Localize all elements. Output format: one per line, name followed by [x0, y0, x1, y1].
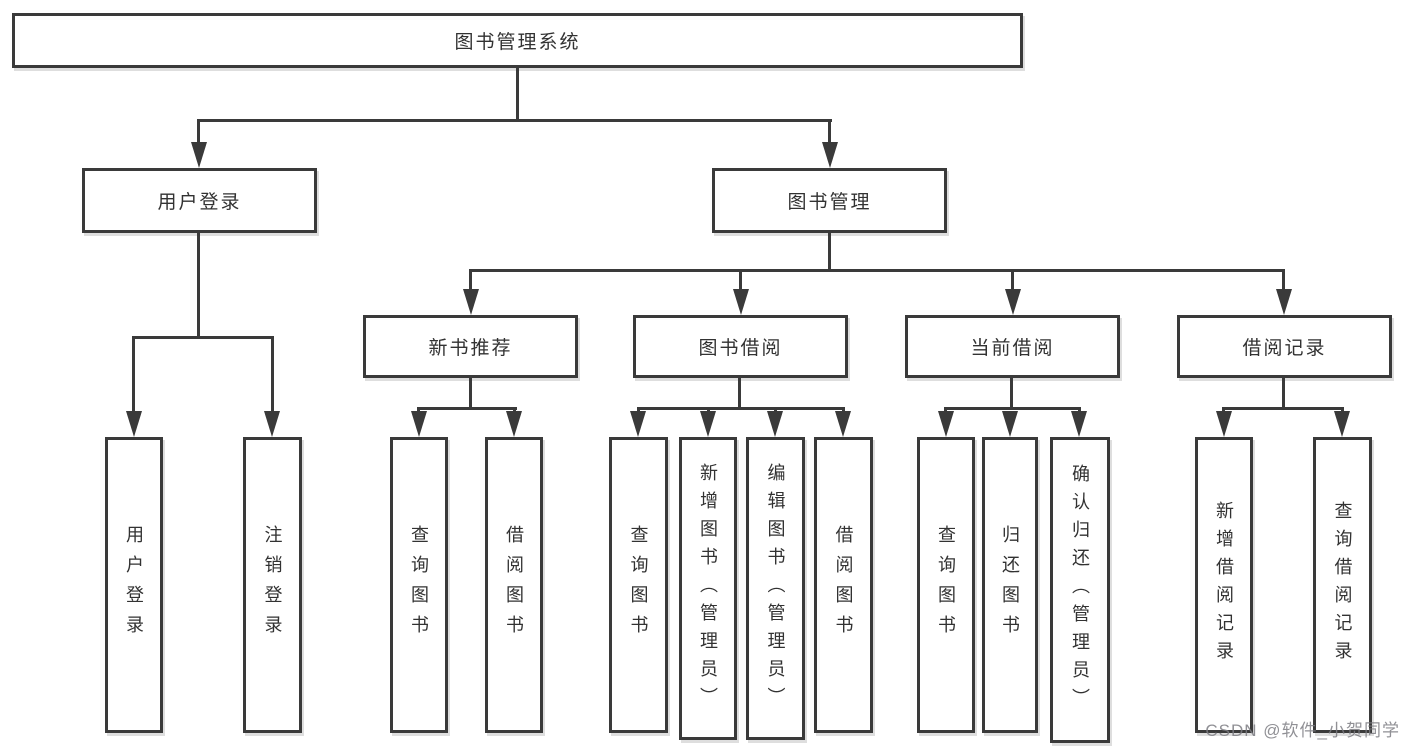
leaf-query-borrow-record: 查询借阅记录 [1313, 437, 1372, 733]
arrow-down-icon [630, 411, 646, 437]
arrow-down-icon [733, 289, 749, 315]
leaf-query-books-borrow: 查询图书 [609, 437, 668, 733]
node-book-borrow: 图书借阅 [633, 315, 848, 378]
leaf-borrow-books-borrow: 借阅图书 [814, 437, 873, 733]
connector-line [197, 119, 832, 122]
connector-line [197, 119, 200, 149]
connector-line [944, 407, 1081, 410]
connector-line [271, 336, 274, 414]
arrow-down-icon [1002, 411, 1018, 437]
connector-line [469, 269, 472, 293]
arrow-down-icon [1216, 411, 1232, 437]
node-root: 图书管理系统 [12, 13, 1023, 68]
arrow-down-icon [1071, 411, 1087, 437]
connector-line [1282, 269, 1285, 293]
arrow-down-icon [463, 289, 479, 315]
node-book-management: 图书管理 [712, 168, 947, 233]
arrow-down-icon [126, 411, 142, 437]
connector-line [637, 407, 845, 410]
arrow-down-icon [822, 142, 838, 168]
arrow-down-icon [1276, 289, 1292, 315]
leaf-query-books-current: 查询图书 [917, 437, 975, 733]
connector-line [1282, 378, 1285, 410]
connector-line [132, 336, 274, 339]
arrow-down-icon [835, 411, 851, 437]
leaf-edit-books-admin: 编辑图书（管理员） [746, 437, 805, 740]
leaf-query-books-recommend: 查询图书 [390, 437, 448, 733]
arrow-down-icon [264, 411, 280, 437]
connector-line [469, 269, 1285, 272]
connector-line [739, 269, 742, 293]
arrow-down-icon [411, 411, 427, 437]
arrow-down-icon [191, 142, 207, 168]
leaf-borrow-books-recommend: 借阅图书 [485, 437, 543, 733]
arrow-down-icon [938, 411, 954, 437]
connector-line [828, 119, 831, 149]
leaf-add-books-admin: 新增图书（管理员） [679, 437, 737, 740]
arrow-down-icon [700, 411, 716, 437]
arrow-down-icon [1334, 411, 1350, 437]
connector-line [828, 233, 831, 272]
node-user-login: 用户登录 [82, 168, 317, 233]
arrow-down-icon [506, 411, 522, 437]
node-borrow-records: 借阅记录 [1177, 315, 1392, 378]
arrow-down-icon [1005, 289, 1021, 315]
connector-line [417, 407, 517, 410]
node-current-borrow: 当前借阅 [905, 315, 1120, 378]
leaf-return-books: 归还图书 [982, 437, 1038, 733]
connector-line [197, 233, 200, 339]
leaf-logout-login: 注销登录 [243, 437, 302, 733]
connector-line [1011, 269, 1014, 293]
csdn-watermark: CSDN @软件_小贺同学 [1205, 721, 1400, 740]
leaf-confirm-return-admin: 确认归还（管理员） [1050, 437, 1110, 743]
connector-line [469, 378, 472, 410]
leaf-user-login: 用户登录 [105, 437, 163, 733]
connector-line [516, 68, 519, 122]
arrow-down-icon [767, 411, 783, 437]
connector-line [738, 378, 741, 410]
connector-line [1222, 407, 1344, 410]
connector-line [1010, 378, 1013, 410]
node-new-book-recommend: 新书推荐 [363, 315, 578, 378]
leaf-add-borrow-record: 新增借阅记录 [1195, 437, 1253, 733]
connector-line [132, 336, 135, 414]
